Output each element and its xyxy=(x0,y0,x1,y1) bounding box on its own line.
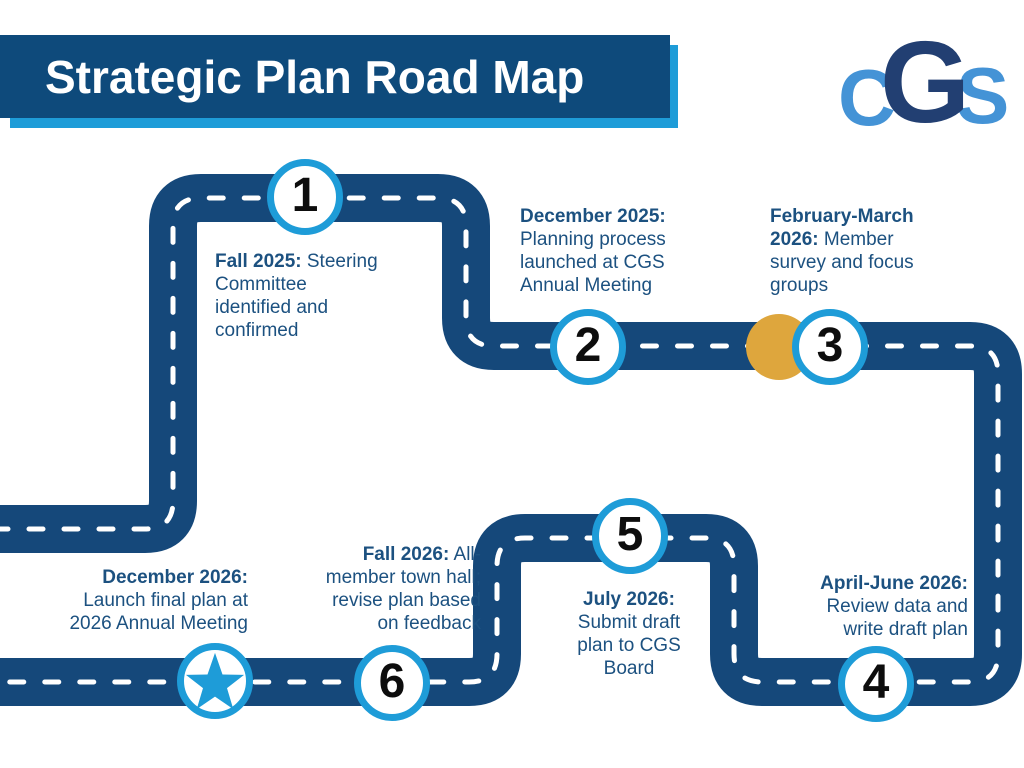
label-fall-2026: Fall 2026: All- member town hall; revise… xyxy=(325,544,481,634)
milestone-3-marker: 3 xyxy=(792,309,868,385)
label-april-june-2026: April-June 2026: Review data and write d… xyxy=(820,573,968,640)
page-title: Strategic Plan Road Map xyxy=(45,50,585,103)
logo-letter-c: C xyxy=(838,53,896,142)
milestone-1-number: 1 xyxy=(291,169,319,222)
milestone-3-number: 3 xyxy=(816,319,844,372)
star-icon xyxy=(185,652,245,710)
label-december-2025: December 2025: Planning process launched… xyxy=(520,206,666,296)
label-fall-2025: Fall 2025: Steering Committee identified… xyxy=(215,251,378,341)
label-february-march-2026: February-March 2026: Member survey and f… xyxy=(770,206,914,296)
milestone-1-marker: 1 xyxy=(267,159,343,235)
milestone-4-number: 4 xyxy=(862,656,890,709)
milestone-5-marker: 5 xyxy=(592,498,668,574)
label-december-2026: December 2026: Launch final plan at 2026… xyxy=(69,567,248,634)
milestone-2-number: 2 xyxy=(574,319,602,372)
title-banner: Strategic Plan Road Map xyxy=(0,35,670,118)
milestone-2-marker: 2 xyxy=(550,309,626,385)
road-centerline-dashes xyxy=(0,195,1001,685)
logo-letter-s: S xyxy=(956,51,1010,140)
milestone-6-marker: 6 xyxy=(354,645,430,721)
milestone-6-number: 6 xyxy=(378,655,406,708)
logo-letter-g: G xyxy=(880,17,971,147)
cgs-logo: C S G xyxy=(838,24,1024,140)
label-july-2026: July 2026: Submit draft plan to CGS Boar… xyxy=(577,589,681,679)
milestone-final-marker xyxy=(177,643,253,719)
milestone-4-marker: 4 xyxy=(838,646,914,722)
milestone-5-number: 5 xyxy=(616,508,644,561)
